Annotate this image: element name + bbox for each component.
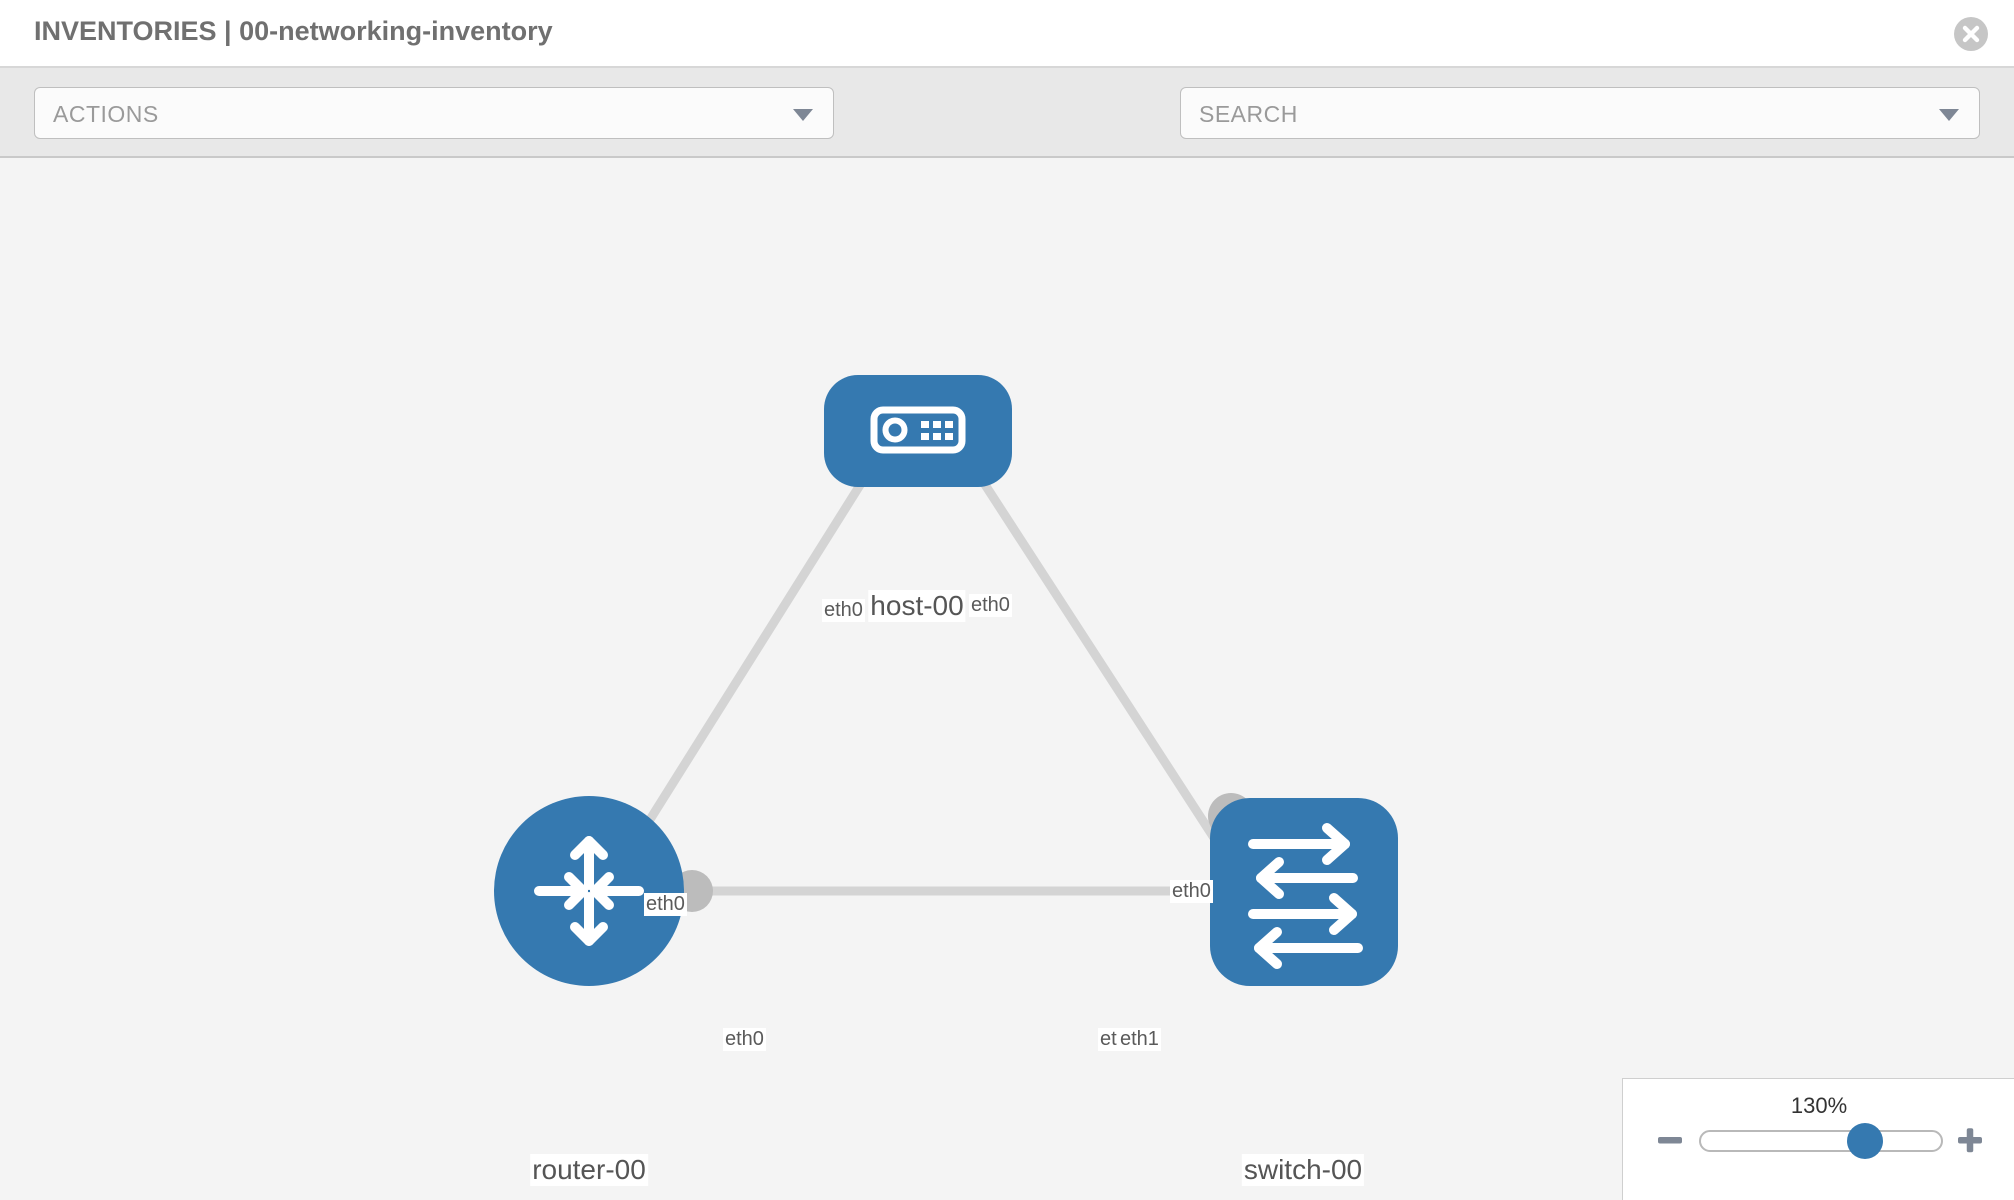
- plus-icon[interactable]: [1953, 1123, 1987, 1157]
- iface-label: eth0: [644, 893, 687, 916]
- actions-dropdown-label: ACTIONS: [53, 101, 159, 127]
- edge-host-router[interactable]: [603, 420, 903, 891]
- chevron-down-icon: [793, 109, 813, 121]
- node-host-00[interactable]: [824, 375, 1012, 487]
- minus-icon[interactable]: [1653, 1123, 1687, 1157]
- iface-label: eth0: [1170, 880, 1213, 903]
- zoom-level-value: 130%: [1790, 1093, 1848, 1118]
- iface-label: eth1: [1118, 1028, 1161, 1051]
- page-title: INVENTORIES | 00-networking-inventory: [34, 16, 553, 46]
- node-router-00[interactable]: [494, 796, 684, 986]
- node-label-host: host-00: [868, 590, 966, 622]
- toolbar: ACTIONS SEARCH: [0, 68, 2014, 197]
- node-switch-00[interactable]: [1210, 798, 1398, 986]
- search-placeholder: SEARCH: [1199, 101, 1298, 127]
- topology-graph: [494, 375, 1398, 986]
- node-label-router: router-00: [530, 1154, 648, 1186]
- actions-dropdown[interactable]: ACTIONS: [34, 87, 834, 139]
- close-icon[interactable]: [1954, 17, 1988, 51]
- slider-thumb[interactable]: [1847, 1123, 1883, 1159]
- topology-canvas[interactable]: eth0 eth0 eth0 eth0 eth0 eth0 eth1 host-…: [0, 158, 2014, 1200]
- edge-host-switch[interactable]: [941, 420, 1244, 881]
- iface-label: eth0: [822, 599, 865, 622]
- window-header: INVENTORIES | 00-networking-inventory: [0, 0, 2014, 68]
- iface-label: eth0: [723, 1028, 766, 1051]
- node-label-switch: switch-00: [1241, 1154, 1365, 1186]
- chevron-down-icon[interactable]: [1939, 109, 1959, 121]
- iface-label: eth0: [969, 594, 1012, 617]
- search-input[interactable]: SEARCH: [1180, 87, 1980, 139]
- zoom-control-panel: 130%: [1622, 1078, 2014, 1200]
- zoom-slider[interactable]: [1699, 1130, 1943, 1152]
